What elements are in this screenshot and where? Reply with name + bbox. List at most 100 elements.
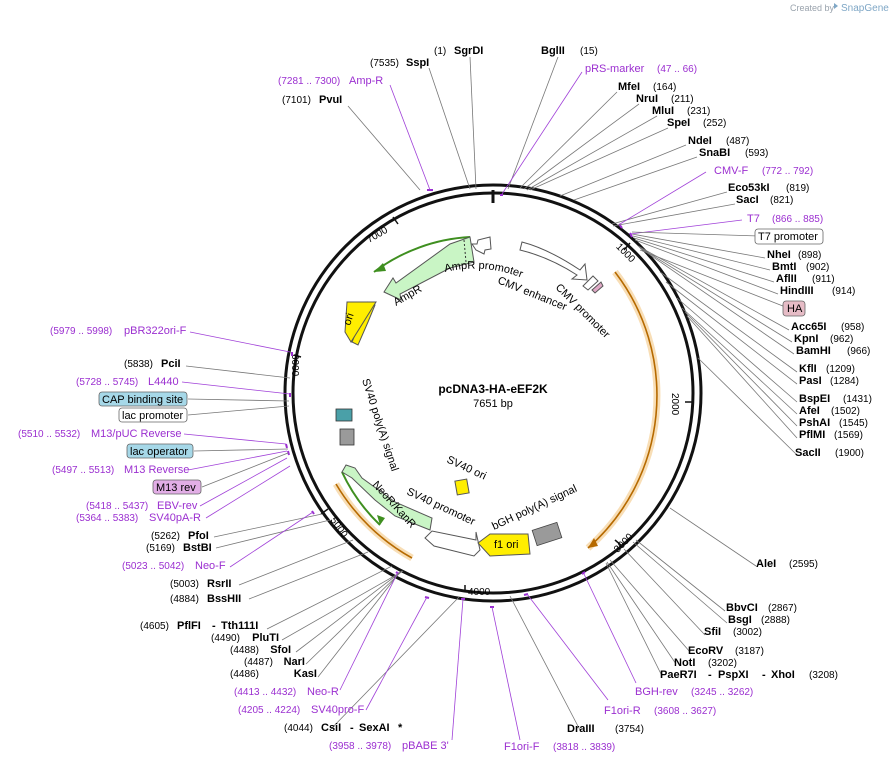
feature-pos-bgh-rev: (3245 .. 3262) (691, 687, 753, 698)
orf-arrow-neo (341, 471, 381, 526)
enzyme-bglii: BglII (541, 45, 565, 57)
enzyme-nhei: NheI (767, 249, 791, 261)
enzyme-pos-pshai: (1545) (839, 418, 868, 429)
ampr-arrow (383, 236, 475, 301)
tick-label-5000: 5000 (328, 515, 350, 540)
tick-label-1000: 1000 (613, 242, 637, 266)
backbone-outer-circle (283, 183, 703, 603)
feature-f1ori-f: F1ori-F (504, 741, 540, 753)
enzyme-rsrii: RsrII (207, 578, 231, 590)
enzyme-pos-eco53ki: (819) (786, 183, 809, 194)
enzyme-hindiii: HindIII (780, 285, 814, 297)
enzyme-pflmi: PflMI (799, 429, 825, 441)
enzyme-pos-sgrdi: (1) (434, 46, 446, 57)
enzyme-eco53ki: Eco53kI (728, 182, 770, 194)
enzyme-pos-bspei: (1431) (843, 394, 872, 405)
enzyme-pos-sfii: (3002) (733, 627, 762, 638)
enzyme-mfei: MfeI (618, 81, 640, 93)
enzyme-ndei: NdeI (688, 135, 712, 147)
enzyme-bamhi: BamHI (796, 345, 831, 357)
enzyme-spei: SpeI (667, 117, 690, 129)
orf-arrowhead-ampr (374, 263, 386, 272)
feature-pos-sv40pa-r: (5364 .. 5383) (76, 513, 138, 524)
orf-arrowhead-neo (377, 515, 385, 525)
enzyme-nari: NarI (284, 656, 305, 668)
enzyme-mlui: MluI (652, 105, 674, 117)
enzyme-pos-spei: (252) (703, 118, 726, 129)
enzyme-pos-pvui: (7101) (282, 95, 311, 106)
tick-marks (293, 216, 692, 592)
feature-l4440: L4440 (148, 376, 179, 388)
enzyme-paer7i: PaeR7I (660, 669, 697, 681)
t7-promoter-label: T7 promoter (758, 231, 818, 243)
feature-pos-f1ori-f: (3818 .. 3839) (553, 742, 615, 753)
enzyme-pos-pflmi: (1569) (834, 430, 863, 441)
enzyme-pos-bsshii: (4884) (170, 594, 199, 605)
enzyme-draiii: DraIII (567, 723, 595, 735)
enzyme-pcii: PciI (161, 358, 181, 370)
cap-binding-site-box (98, 391, 188, 407)
feature-cmv-f: CMV-F (714, 165, 749, 177)
enzyme-pos-kasi: (4486) (230, 669, 259, 680)
feature-pos-prs-marker: (47 .. 66) (657, 64, 697, 75)
t7-promoter-label-box (754, 228, 824, 245)
enzyme-bspei: BspEI (799, 393, 830, 405)
feature-m13-puc-reverse: M13/pUC Reverse (91, 428, 181, 440)
feature-t7: T7 (747, 213, 760, 225)
enzyme-pos-pasi: (1284) (830, 376, 859, 387)
enzyme-pos-nrui: (211) (671, 94, 694, 105)
enzyme-snabi: SnaBI (699, 147, 730, 159)
feature-pos-cmv-f: (772 .. 792) (762, 166, 813, 177)
enzyme-sfoi: SfoI (270, 644, 291, 656)
enzyme-pos-sfoi: (4488) (230, 645, 259, 656)
cmv-promoter-arrow (582, 275, 599, 291)
enzyme-pos-xhoi: (3208) (809, 670, 838, 681)
ha-tag-box (782, 300, 806, 317)
enzyme-saci: SacI (736, 194, 759, 206)
tick-label-2000: 2000 (669, 393, 680, 416)
lac-operator-label: lac operator (130, 446, 188, 458)
enzyme-kfli: KflI (799, 363, 817, 375)
sv40-polya-box (339, 428, 355, 446)
enzyme-pos-mlui: (231) (687, 106, 710, 117)
enzyme-pfoi: PfoI (188, 530, 209, 542)
feature-m13-reverse: M13 Reverse (124, 464, 189, 476)
enzyme-sfii: SfiI (704, 626, 721, 638)
ha-tag-label: HA (787, 303, 803, 315)
enzyme-pos-pcii: (5838) (124, 359, 153, 370)
enzyme-xhoi-sep: - (762, 669, 766, 681)
f1-ori-label: f1 ori (494, 539, 518, 551)
enzyme-sexai: SexAI (359, 722, 390, 734)
feature-pbr322ori-f: pBR322ori-F (124, 325, 187, 337)
feature-pos-l4440: (5728 .. 5745) (76, 377, 138, 388)
enzyme-pos-pluti: (4490) (211, 633, 240, 644)
enzyme-sgrdi: SgrDI (454, 45, 483, 57)
feature-prs-marker: pRS-marker (585, 63, 645, 75)
snapgene-logo-icon (834, 3, 838, 9)
enzyme-tth111i: Tth111I (221, 620, 258, 632)
created-by-text: Created by (790, 3, 835, 13)
ampr-promoter-label: AmpR promoter (443, 260, 525, 281)
lac-cap-boxes (335, 408, 353, 422)
enzyme-pspxi-sep: - (708, 669, 712, 681)
lac-operator-box (126, 443, 194, 459)
feature-sv40pro-f: SV40pro-F (311, 704, 364, 716)
enzyme-pos-bmti: (902) (806, 262, 829, 273)
sv40-polya-label: SV40 poly(A) signal (359, 377, 400, 473)
enzyme-sspi: SspI (406, 57, 429, 69)
enzyme-pspxi: PspXI (718, 669, 749, 681)
enzyme-bbvci: BbvCI (726, 602, 758, 614)
t7-promoter-box (591, 281, 604, 294)
enzyme-pos-csii: (4044) (284, 723, 313, 734)
enzyme-bsshii: BssHII (207, 593, 241, 605)
enzyme-afei: AfeI (799, 405, 820, 417)
enzyme-pos-snabi: (593) (745, 148, 768, 159)
enzyme-kpni: KpnI (794, 333, 818, 345)
enzyme-pos-rsrii: (5003) (170, 579, 199, 590)
enzyme-pos-kfli: (1209) (826, 364, 855, 375)
feature-pos-pbabe3: (3958 .. 3978) (329, 741, 391, 752)
enzyme-pos-saci: (821) (770, 195, 793, 206)
enzyme-pos-aflii: (911) (812, 274, 835, 285)
